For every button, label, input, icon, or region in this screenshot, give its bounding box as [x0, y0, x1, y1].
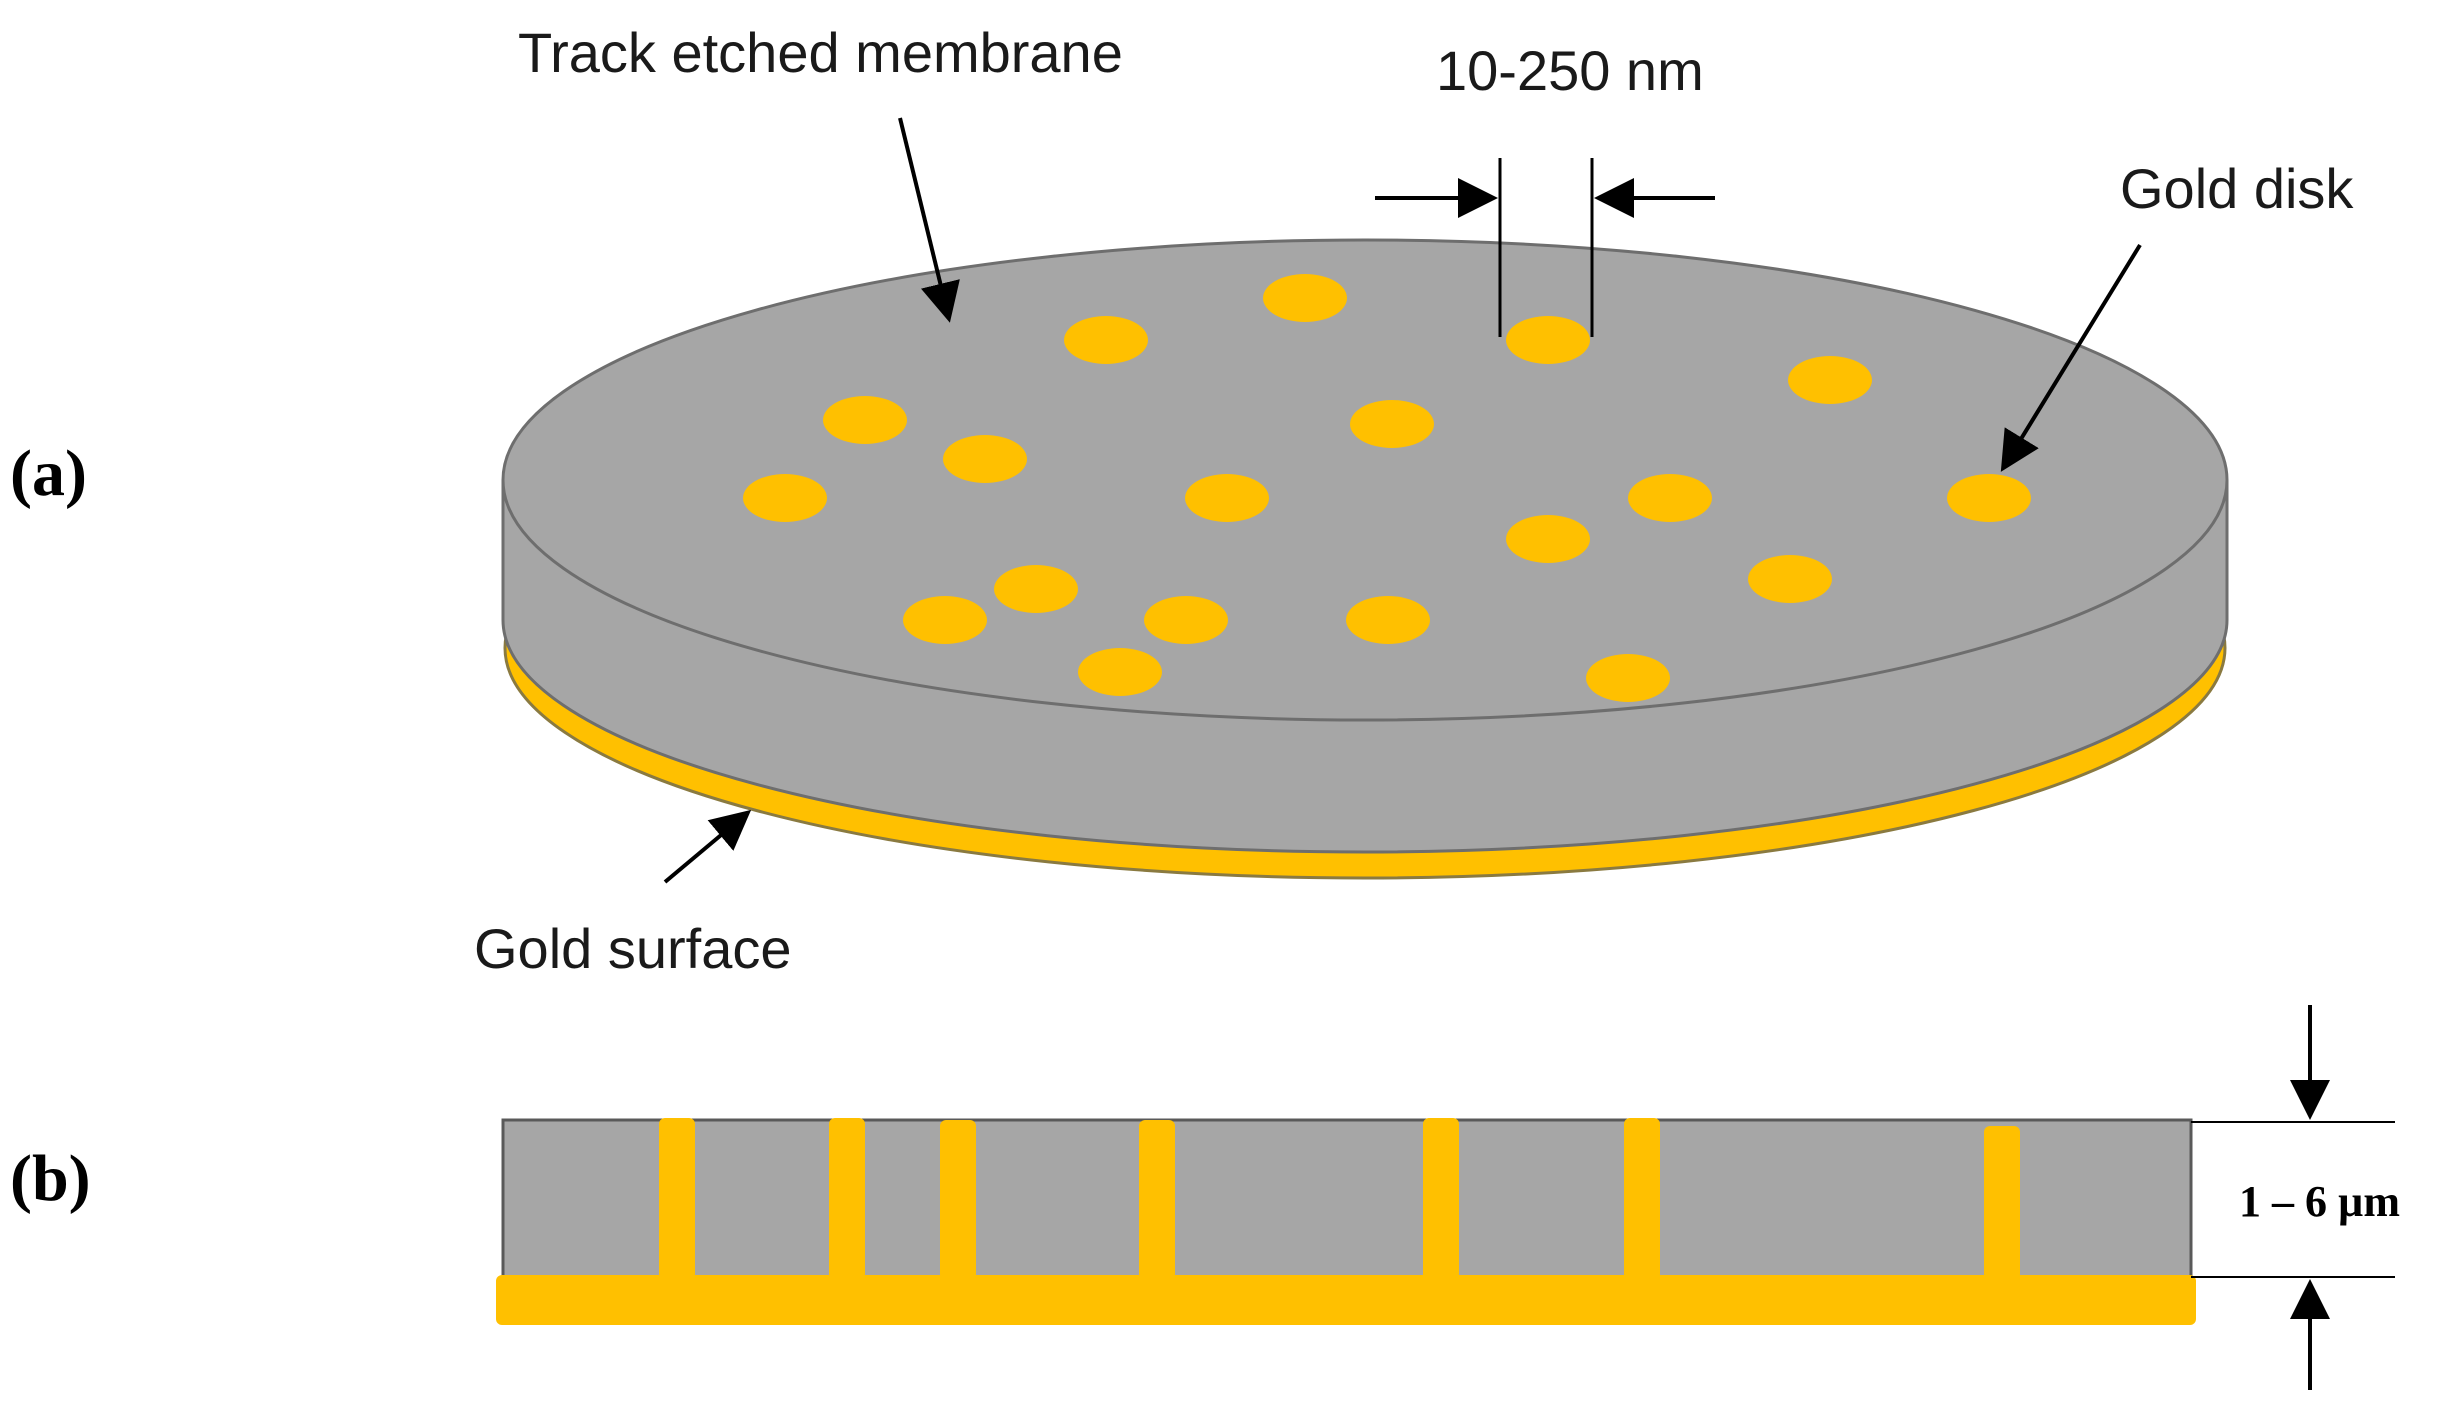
panel-b-label: (b) — [10, 1142, 91, 1215]
gold-disks — [743, 274, 2031, 702]
gold-pore — [1984, 1126, 2020, 1280]
gold-disk — [743, 474, 827, 522]
gold-disk — [1788, 356, 1872, 404]
gold-disk — [1078, 648, 1162, 696]
membrane-cross-section — [496, 1118, 2196, 1325]
gold-disk — [1947, 474, 2031, 522]
pore-size-label: 10-250 nm — [1436, 39, 1704, 102]
gold-disk — [1506, 515, 1590, 563]
gold-disk — [823, 396, 907, 444]
gold-disk — [1263, 274, 1347, 322]
gold-disk — [1185, 474, 1269, 522]
gold-disk — [994, 565, 1078, 613]
gold-disk — [1144, 596, 1228, 644]
membrane-label: Track etched membrane — [518, 21, 1123, 84]
gold-surface-label: Gold surface — [474, 917, 792, 980]
panel-a-label: (a) — [10, 437, 87, 510]
gold-disk — [1628, 474, 1712, 522]
gold-disk — [1350, 400, 1434, 448]
gold-pore — [829, 1118, 865, 1280]
membrane-section-body — [501, 1118, 2193, 1280]
gold-disk-label: Gold disk — [2120, 157, 2354, 220]
gold-disk-arrow — [2000, 243, 2142, 472]
gold-disk — [1064, 316, 1148, 364]
gold-base-strip — [496, 1275, 2196, 1325]
gold-pore — [940, 1120, 976, 1280]
gold-disk — [1748, 555, 1832, 603]
gold-filled-pores — [659, 1118, 2020, 1280]
gold-disk — [1586, 654, 1670, 702]
gold-pore — [1139, 1120, 1175, 1280]
gold-pore — [1423, 1118, 1459, 1280]
gold-disk — [943, 435, 1027, 483]
gold-disk — [903, 596, 987, 644]
thickness-label: 1 – 6 µm — [2239, 1177, 2400, 1226]
gold-pore — [1624, 1118, 1660, 1280]
gold-pore — [659, 1118, 695, 1280]
gold-disk — [1506, 316, 1590, 364]
membrane-disk-3d — [501, 238, 2229, 880]
gold-surface-arrow — [663, 809, 752, 884]
membrane-arrow — [898, 117, 960, 323]
gold-disk — [1346, 596, 1430, 644]
